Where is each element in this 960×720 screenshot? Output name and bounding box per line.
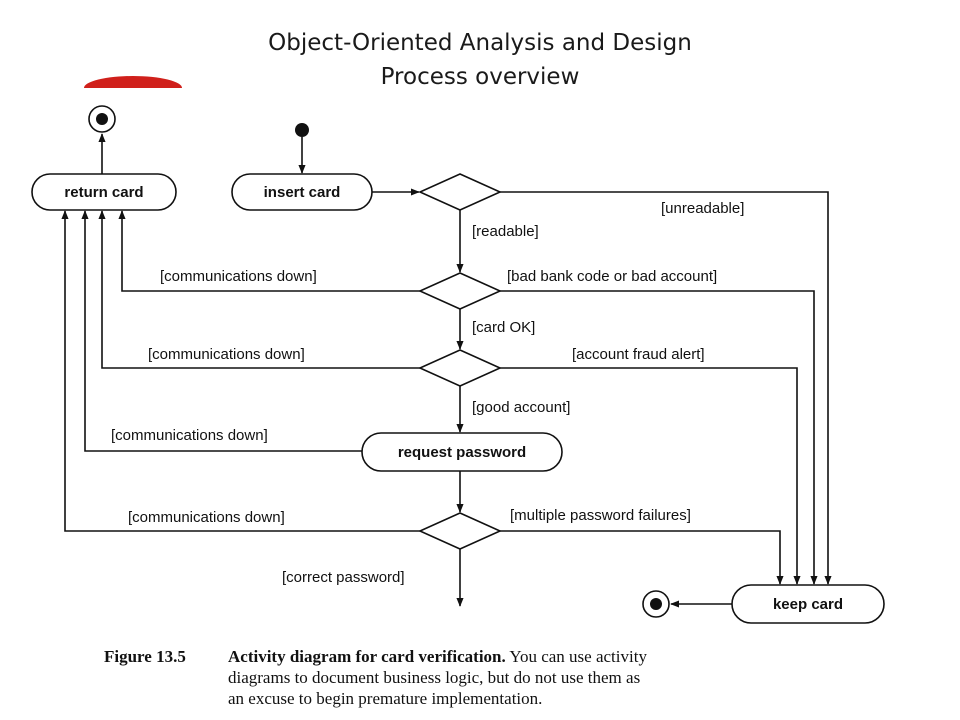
return-card-label: return card: [64, 184, 143, 201]
edge-comm-down-4: [61, 210, 420, 532]
final-node-top: [88, 105, 116, 133]
return-card-node: [31, 173, 177, 211]
edge-multiple-failures: [500, 530, 784, 585]
guard-account-fraud: [account fraud alert]: [572, 346, 705, 363]
guard-unreadable: [unreadable]: [661, 200, 744, 217]
request-password-label: request password: [398, 444, 526, 461]
title-cover: [60, 88, 930, 128]
figure-title: Activity diagram for card verification.: [228, 647, 506, 666]
guard-card-ok: [card OK]: [472, 319, 535, 336]
caption-line3: an excuse to begin premature implementat…: [228, 689, 543, 708]
activity-diagram: return card insert card request password…: [31, 105, 885, 624]
guard-readable: [readable]: [472, 223, 539, 240]
slide-title-line2: Process overview: [380, 64, 580, 90]
edge-unreadable: [500, 191, 832, 585]
guard-comm-down-4: [communications down]: [128, 509, 285, 526]
guard-correct-password: [correct password]: [282, 569, 405, 586]
insert-card-label: insert card: [264, 184, 341, 201]
figure-caption: Figure 13.5 Activity diagram for card ver…: [104, 646, 824, 709]
decision-password: [418, 512, 502, 550]
decorative-red-arc: [84, 76, 182, 88]
guard-comm-down-3: [communications down]: [111, 427, 268, 444]
request-password-node: [361, 432, 563, 472]
caption-line1-rest: You can use activity: [505, 647, 647, 666]
edge-comm-down-2: [98, 210, 420, 369]
slide-title-line1: Object-Oriented Analysis and Design: [268, 30, 692, 56]
initial-node: [295, 123, 309, 137]
final-node-bottom: [642, 590, 670, 618]
decision-readable: [418, 173, 502, 211]
keep-card-label: keep card: [773, 596, 843, 613]
edge-bad-bank-code: [500, 290, 818, 585]
edge-comm-down-3: [81, 210, 362, 452]
slide-title: Object-Oriented Analysis and Design Proc…: [0, 26, 960, 94]
guard-comm-down-2: [communications down]: [148, 346, 305, 363]
caption-line2: diagrams to document business logic, but…: [228, 668, 641, 687]
final-node-top-inner: [96, 113, 108, 125]
decision-card-ok: [418, 272, 502, 310]
edge-comm-down-1: [118, 210, 420, 292]
guard-comm-down-1: [communications down]: [160, 268, 317, 285]
guard-multiple-failures: [multiple password failures]: [510, 507, 691, 524]
guard-bad-bank-code: [bad bank code or bad account]: [507, 268, 717, 285]
decision-account: [418, 349, 502, 387]
figure-number: Figure 13.5: [104, 647, 186, 666]
guard-good-account: [good account]: [472, 399, 570, 416]
final-node-bottom-inner: [650, 598, 662, 610]
edge-account-fraud: [500, 367, 801, 585]
